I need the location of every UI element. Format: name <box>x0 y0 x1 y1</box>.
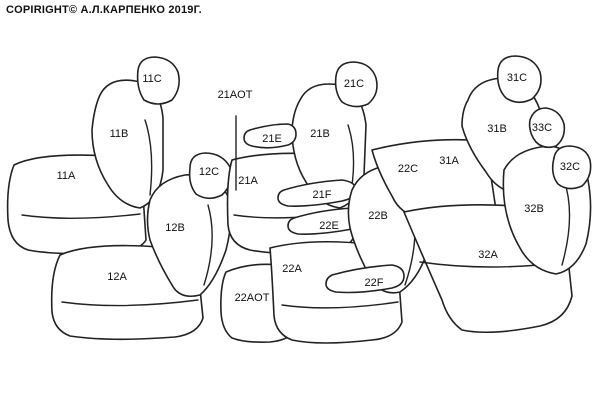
label-32b: 32B <box>524 203 544 215</box>
label-21b: 21B <box>310 128 330 140</box>
label-32c: 32C <box>560 161 580 173</box>
seat-3 <box>371 55 592 334</box>
label-12a: 12A <box>107 271 127 283</box>
label-21f: 21F <box>313 189 332 201</box>
label-31a: 31A <box>439 155 459 167</box>
label-22c: 22C <box>398 163 418 175</box>
label-22b: 22B <box>368 210 388 222</box>
seat-31c-headrest <box>496 55 542 104</box>
seat-12 <box>50 152 232 341</box>
armrest-21e <box>243 123 297 149</box>
label-12b: 12B <box>165 222 185 234</box>
label-33c: 33C <box>532 122 552 134</box>
label-11b: 11B <box>110 128 129 140</box>
label-21c: 21C <box>344 78 364 90</box>
label-22f: 22F <box>365 277 384 289</box>
copyright-notice: COPIRIGHT© А.Л.КАРПЕНКО 2019Г. <box>6 4 202 16</box>
label-31b: 31B <box>487 123 507 135</box>
seat-33c-headrest <box>528 107 566 149</box>
label-21aot: 21AOT <box>218 89 253 101</box>
label-11c: 11C <box>142 73 161 85</box>
label-11a: 11A <box>57 170 76 182</box>
seat-32c-headrest <box>551 145 592 190</box>
label-21a: 21A <box>238 175 258 187</box>
label-22aot: 22AOT <box>235 292 270 304</box>
label-32a: 32A <box>478 249 498 261</box>
seat-21 <box>226 61 378 255</box>
armrest-21f <box>277 179 357 207</box>
armrest-22f <box>325 264 405 294</box>
label-22e: 22E <box>319 220 339 232</box>
label-12c: 12C <box>199 166 219 178</box>
seat-11c-headrest <box>136 56 180 105</box>
seat-21c-headrest <box>334 61 378 108</box>
seat-11 <box>6 56 180 255</box>
label-21e: 21E <box>262 133 282 145</box>
label-22a: 22A <box>282 263 302 275</box>
part-labels: 11C 11B 11A 12C 12B 12A 21AOT 21C 21E 21… <box>57 72 581 304</box>
label-31c: 31C <box>507 72 527 84</box>
